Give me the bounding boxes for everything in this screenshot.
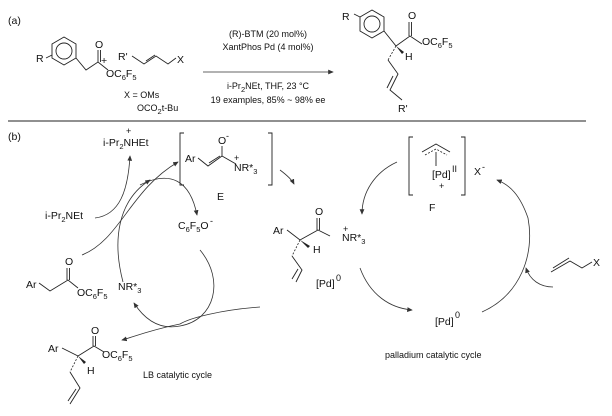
pd-oxidation-state: 0 (336, 273, 341, 283)
carbonyl-oxygen: O (315, 206, 323, 218)
ester-group: OC6F5 (106, 68, 137, 82)
pi-allyl-pd-f: [Pd] II + X - F (408, 136, 485, 214)
pd-to-acyl-arrow (359, 161, 398, 215)
nitrogen-charge: + (343, 224, 348, 234)
ester-group: OC6F5 (102, 349, 133, 363)
pd-release-arrow (359, 267, 413, 312)
palladium-zero: [Pd] (435, 316, 454, 328)
base-solvent-temp: i-Pr2NEt, THF, 23 °C (227, 81, 310, 94)
allyl-entry-arrow (525, 267, 554, 288)
r-prime-substituent: R' (118, 51, 128, 63)
ammonium-enolate-e: Ar O - NR*3 + E (179, 131, 273, 203)
aryl: Ar (273, 225, 284, 237)
pd-oxidation-state: II (452, 164, 457, 174)
r-prime-substituent: R' (398, 103, 408, 115)
phenoxide-release-arrow (139, 177, 199, 216)
pd-charge: + (439, 181, 444, 191)
carbonyl-oxygen: O (65, 256, 73, 268)
product-release-arrow (121, 306, 261, 342)
ester-group: OC6F5 (422, 36, 453, 50)
r-substituent: R (36, 53, 44, 65)
scope-ee: 19 examples, 85% ~ 98% ee (211, 95, 326, 105)
cycle-arrows (81, 155, 554, 342)
catalyst-btm: (R)-BTM (20 mol%) (229, 29, 307, 39)
enolate-to-allylation-arrow (279, 169, 295, 185)
palladium: [Pd] (316, 278, 335, 290)
leaving-group: X (177, 54, 184, 66)
phenoxide-charge: - (210, 216, 213, 226)
pd-cycle-label: palladium catalytic cycle (385, 350, 482, 360)
intermediate-label-e: E (217, 191, 224, 203)
counterion: X (474, 166, 481, 178)
aryl: Ar (185, 153, 196, 165)
lb-cycle-label: LB catalytic cycle (143, 370, 212, 380)
part-b-label: (b) (8, 131, 21, 143)
allyl-substrate: X (550, 257, 600, 273)
ammonium-charge: + (126, 126, 131, 136)
r-substituent: R (342, 11, 350, 23)
palladium: [Pd] (432, 169, 451, 181)
x-alternative: OCO2t-Bu (137, 103, 178, 116)
lewis-base-nitrogen: NR*3 (342, 232, 365, 246)
part-a-label: (a) (8, 15, 21, 27)
lb-addition-arrow (117, 179, 151, 283)
plus-sign: + (101, 55, 107, 67)
leaving-group: X (593, 257, 600, 269)
aromatic-circle (55, 42, 73, 60)
reactant-allyl: R' X X = OMs OCO2t-Bu (118, 51, 184, 116)
deprotonation-arrow (94, 155, 133, 219)
ammonium-salt: i-Pr2NHEt (103, 137, 149, 151)
benzene-ring (51, 36, 77, 66)
ester-group: OC6F5 (77, 287, 108, 301)
carbonyl-oxygen: O (95, 39, 103, 51)
phenoxide: C6F5O (178, 220, 209, 234)
lb-regeneration-arrow (133, 249, 215, 328)
enolate-formation-arrow (81, 161, 179, 256)
reactant-aryl-acetate: R O OC6F5 (36, 36, 137, 82)
enolate-oxygen: O (218, 135, 226, 147)
oxygen-charge: - (226, 131, 229, 141)
nitrogen-charge: + (234, 153, 239, 163)
lewis-base-catalyst: NR*3 (118, 281, 141, 295)
allylated-product: Ar O OC6F5 H (48, 325, 133, 405)
intermediate-label-f: F (429, 202, 435, 214)
catalyst-pd: XantPhos Pd (4 mol%) (222, 42, 313, 52)
hydrogen: H (313, 244, 321, 256)
hydrogen: H (87, 365, 95, 377)
oxidative-addition-arrow (481, 179, 531, 313)
carbonyl-oxygen: O (91, 325, 99, 337)
counterion-charge: - (482, 162, 485, 172)
pd-oxidation-state: 0 (455, 310, 460, 320)
carbonyl-oxygen: O (408, 10, 416, 22)
aryl-acetate-ester: Ar O OC6F5 (26, 256, 108, 301)
aryl: Ar (26, 279, 37, 291)
aryl: Ar (48, 343, 59, 355)
lewis-base-nitrogen: NR*3 (234, 162, 257, 176)
x-definition: X = OMs (124, 90, 160, 100)
acyl-ammonium-pd-complex: Ar O NR*3 + H [Pd] 0 (273, 206, 365, 290)
hunig-base: i-Pr2NEt (45, 210, 83, 224)
reaction-conditions: (R)-BTM (20 mol%) XantPhos Pd (4 mol%) i… (211, 29, 326, 105)
product-a: R O OC6F5 H R' (342, 9, 453, 115)
hydrogen: H (405, 51, 413, 63)
